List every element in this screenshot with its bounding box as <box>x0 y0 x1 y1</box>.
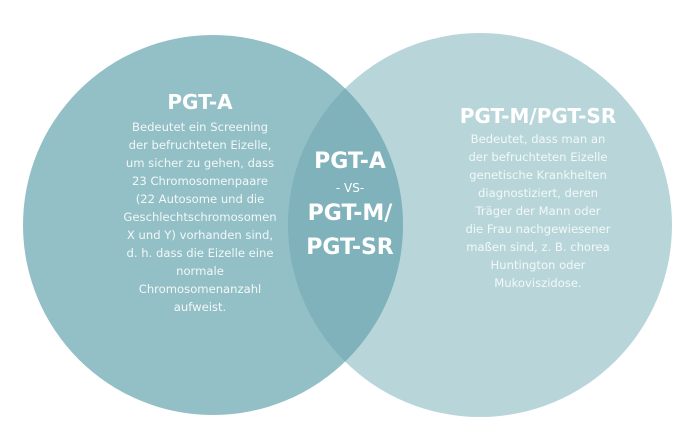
center-vs: - VS- <box>335 181 365 195</box>
left-description-line: (22 Autosome und die <box>135 192 265 206</box>
left-title: PGT-A <box>167 90 233 114</box>
right-text-block: PGT-M/PGT-SR Bedeutet, dass man an der be… <box>400 104 676 292</box>
right-description-line: Träger der Mann oder <box>475 204 601 218</box>
center-text-block: PGT-A - VS- PGT-M/ PGT-SR <box>280 145 420 265</box>
left-description-line: um sicher zu gehen, dass <box>125 156 275 170</box>
left-description-line: Bedeutet ein Screening <box>131 120 268 134</box>
right-description-line: genetische Krankhelten <box>469 168 607 182</box>
left-description-line: Chromosomenanzahl <box>138 282 262 296</box>
right-description-line: Bedeutet, dass man an <box>470 132 606 146</box>
left-description-line: Geschlechtschromosomen <box>123 210 277 224</box>
left-description-line: d. h. dass die Eizelle eine <box>126 246 274 260</box>
left-description-line: aufweist. <box>173 300 227 314</box>
right-description-line: Mukoviszidose. <box>494 276 582 290</box>
left-description-line: X und Y) vorhanden sind, <box>126 228 274 242</box>
center-title-pgt-a: PGT-A <box>314 149 386 174</box>
right-description-line: Huntington oder <box>490 258 586 272</box>
right-description-line: maßen sind, z. B. chorea <box>466 240 610 254</box>
left-text-block: PGT-A Bedeutet ein Screening der befrucht… <box>60 90 340 316</box>
left-description-line: 23 Chromosomenpaare <box>132 174 268 188</box>
right-circle <box>288 33 672 417</box>
left-circle <box>23 35 403 415</box>
right-description-line: die Frau nachgewiesener <box>465 222 611 236</box>
left-description-line: normale <box>176 264 224 278</box>
right-description-line: diagnostiziert, deren <box>478 186 598 200</box>
left-description-line: der befruchteten Eizelle, <box>128 138 272 152</box>
center-title-pgt-sr: PGT-SR <box>306 235 394 260</box>
right-description-line: der befruchteten Eizelle <box>468 150 608 164</box>
right-title: PGT-M/PGT-SR <box>459 104 617 128</box>
center-title-pgt-m: PGT-M/ <box>307 201 393 226</box>
